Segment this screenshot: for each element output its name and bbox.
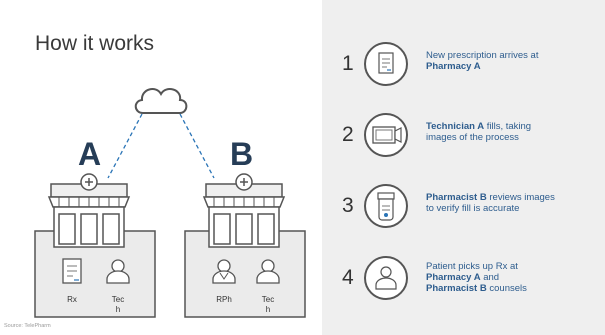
- pharmacist-icon: [212, 259, 236, 284]
- role-label-tech-a: Tec h: [103, 295, 133, 315]
- step-text: Patient picks up Rx at Pharmacy A and Ph…: [426, 261, 596, 294]
- step-icon-circle: [364, 42, 408, 86]
- role-label-tech-b-line2: h: [265, 305, 271, 314]
- diagram-panel: How it works A B: [4, 32, 306, 329]
- link-line-a: [107, 113, 143, 179]
- step-text-bold: Pharmacy A: [426, 61, 481, 72]
- step-text-line: New prescription arrives at: [426, 50, 539, 61]
- step-text: Technician A fills, taking images of the…: [426, 121, 596, 143]
- person-icon: [256, 259, 280, 284]
- step-4: 4 Patient picks up Rx at Pharmacy A and …: [322, 256, 605, 306]
- role-label-rph: RPh: [216, 295, 232, 304]
- step-text-line: counsels: [486, 283, 527, 294]
- step-icon-circle: [364, 256, 408, 300]
- person-icon: [106, 259, 130, 284]
- page-title: How it works: [35, 32, 155, 55]
- step-text-bold: Technician A: [426, 121, 485, 132]
- step-text: New prescription arrives at Pharmacy A: [426, 50, 596, 72]
- network-diagram: [107, 88, 215, 179]
- camera-device-icon: [372, 126, 402, 144]
- patient-counsel-icon: [375, 266, 397, 290]
- role-label-tech-b: Tec h: [253, 295, 283, 315]
- pill-bottle-icon: [377, 192, 395, 221]
- step-1: 1 New prescription arrives at Pharmacy A: [322, 42, 605, 92]
- prescription-icon: [62, 258, 82, 284]
- step-text-line1: Patient picks up Rx at: [426, 261, 518, 272]
- pharmacy-b: [184, 173, 306, 318]
- step-text-line: fills, taking: [484, 121, 532, 132]
- role-label-tech-a-line1: Tec: [111, 295, 125, 304]
- step-text: Pharmacist B reviews images to verify fi…: [426, 192, 596, 214]
- pharmacy-a-letter: A: [78, 136, 102, 172]
- step-icon-circle: [364, 113, 408, 157]
- step-number: 3: [342, 194, 354, 217]
- step-number: 1: [342, 52, 354, 75]
- role-label-tech-a-line2: h: [115, 305, 121, 314]
- source-note: Source: TelePharm: [4, 323, 51, 329]
- step-2: 2 Technician A fills, taking images of t…: [322, 113, 605, 163]
- step-text-bold: Pharmacy A: [426, 272, 481, 283]
- prescription-icon: [378, 52, 394, 74]
- role-label-tech-b-line1: Tec: [261, 295, 275, 304]
- pharmacy-a: [34, 173, 156, 318]
- step-3: 3 Pharmacist B reviews images to verify …: [322, 184, 605, 234]
- cloud-icon: [134, 88, 188, 114]
- step-icon-circle: [364, 184, 408, 228]
- steps-panel: 1 New prescription arrives at Pharmacy A…: [322, 0, 605, 335]
- step-number: 4: [342, 266, 354, 289]
- step-text-bold: Pharmacist B: [426, 192, 487, 203]
- store-icon: [47, 173, 131, 248]
- step-text-line: and: [480, 272, 500, 283]
- step-text-bold: Pharmacist B: [426, 283, 487, 294]
- store-icon: [202, 173, 286, 248]
- step-text-line: reviews images: [486, 192, 555, 203]
- step-text-line2: images of the process: [426, 132, 519, 143]
- step-text-line2: to verify fill is accurate: [426, 203, 520, 214]
- step-number: 2: [342, 123, 354, 146]
- role-label-rx: Rx: [67, 295, 77, 304]
- link-line-b: [179, 113, 215, 179]
- pharmacy-b-letter: B: [230, 136, 254, 172]
